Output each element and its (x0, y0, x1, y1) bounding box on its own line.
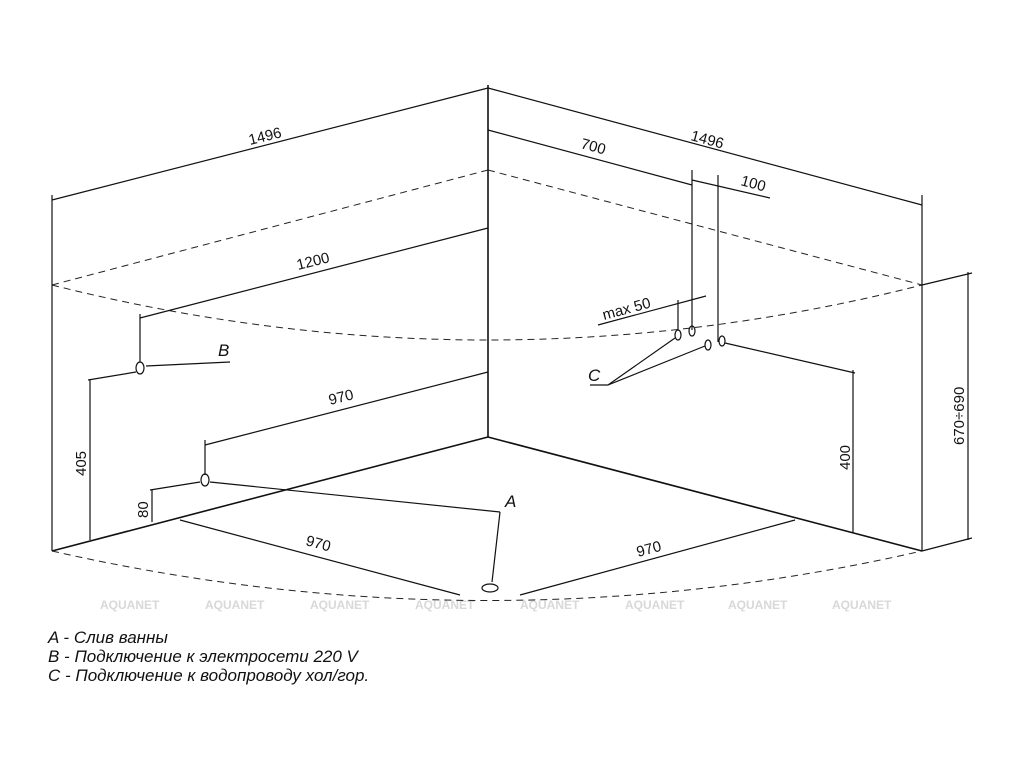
dim-drain-offset-upper: 970 (327, 386, 355, 409)
legend-item-b: B - Подключение к электросети 220 V (48, 647, 358, 666)
watermark: AQUANET (520, 598, 580, 612)
watermark: AQUANET (832, 598, 892, 612)
dim-valve-spacing: 100 (739, 172, 768, 195)
dim-valve-offset: 700 (579, 135, 608, 158)
valve-inlet (704, 339, 712, 351)
legend-item-c: C - Подключение к водопроводу хол/гор. (48, 666, 370, 685)
dim-right-length: 1496 (689, 127, 726, 152)
dim-tub-height: 670÷690 (951, 387, 968, 445)
watermark: AQUANET (415, 598, 475, 612)
dim-left-length: 1496 (247, 124, 283, 149)
dim-drain-height: 80 (135, 501, 152, 518)
tub-outline (51, 169, 923, 601)
dim-drain-offset-right: 970 (635, 538, 664, 561)
watermarks: AQUANET AQUANET AQUANET AQUANET AQUANET … (100, 598, 892, 612)
watermark: AQUANET (625, 598, 685, 612)
drain-outlet (481, 583, 499, 593)
dim-drain-offset-left: 970 (304, 532, 333, 555)
room-corner (51, 85, 923, 552)
dim-valve-height: 400 (837, 445, 854, 470)
legend-item-a: A - Слив ванны (48, 628, 168, 647)
electric-outlet (135, 361, 145, 375)
watermark: AQUANET (100, 598, 160, 612)
watermark: AQUANET (728, 598, 788, 612)
marker-a: A (504, 492, 516, 511)
marker-b: B (218, 341, 229, 360)
dim-valve-protrusion: max 50 (601, 295, 653, 324)
valve-hot (688, 325, 696, 337)
overflow-fitting (200, 473, 210, 487)
valve-cold (674, 329, 682, 341)
watermark: AQUANET (205, 598, 265, 612)
marker-c: C (588, 366, 601, 385)
watermark: AQUANET (310, 598, 370, 612)
valve-inlet (718, 335, 726, 347)
legend: A - Слив ванны B - Подключение к электро… (48, 628, 369, 685)
dim-electric-height: 405 (73, 451, 90, 476)
